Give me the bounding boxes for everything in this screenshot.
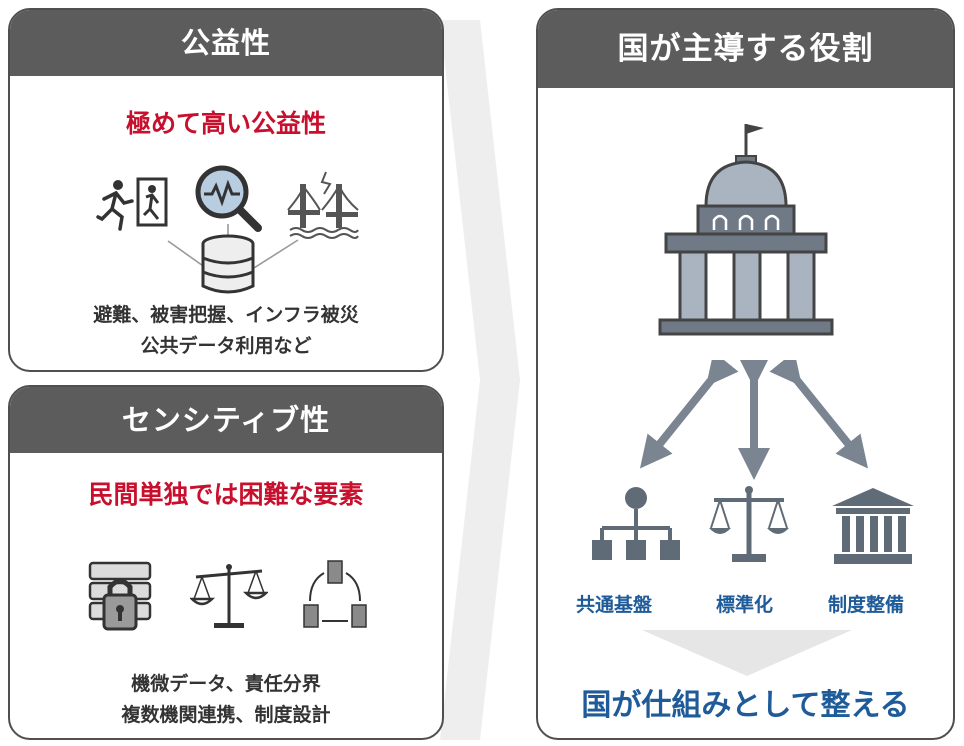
- role-arrows: [639, 360, 869, 480]
- scale-icon: [709, 486, 789, 562]
- public-benefit-card: 公益性 極めて高い公益性 避難、被害把握、インフラ被災 公共データ: [8, 8, 444, 372]
- government-role-header: 国が主導する役割: [538, 10, 953, 88]
- linked-buildings-icon: [303, 560, 367, 628]
- sensitivity-highlight: 民間単独では困難な要素: [88, 480, 364, 509]
- locked-server-icon: [88, 561, 152, 631]
- public-benefit-caption-2: 公共データ利用など: [140, 335, 312, 357]
- balance-scale-icon: [190, 564, 268, 628]
- role-label-institutions: 制度整備: [828, 594, 905, 616]
- monitoring-magnifier-icon: [195, 165, 262, 232]
- role-label-standardization: 標準化: [716, 594, 774, 616]
- down-chevron-arrow: [642, 630, 852, 676]
- role-label-infrastructure: 共通基盤: [576, 594, 653, 616]
- institution-icon: [832, 488, 914, 564]
- government-role-card: 国が主導する役割: [536, 8, 955, 740]
- sensitivity-card: センシティブ性 民間単独では困難な要素 機微データ、責任分界 複数機関連携、制度…: [8, 385, 444, 740]
- sensitivity-caption-2: 複数機関連携、制度設計: [121, 704, 331, 726]
- sensitivity-caption-1: 機微データ、責任分界: [131, 673, 321, 695]
- flow-chevron-arrow: [440, 20, 520, 740]
- damaged-bridge-icon: [287, 171, 359, 239]
- org-hierarchy-icon: [592, 487, 680, 560]
- database-icon: [201, 234, 255, 294]
- sensitivity-header: センシティブ性: [10, 387, 442, 453]
- public-benefit-header: 公益性: [10, 10, 442, 76]
- conclusion-text: 国が仕組みとして整える: [581, 688, 910, 723]
- evacuation-icon: [96, 177, 168, 231]
- government-building-icon: [658, 124, 834, 336]
- public-benefit-caption-1: 避難、被害把握、インフラ被災: [93, 304, 359, 326]
- public-benefit-highlight: 極めて高い公益性: [125, 109, 326, 138]
